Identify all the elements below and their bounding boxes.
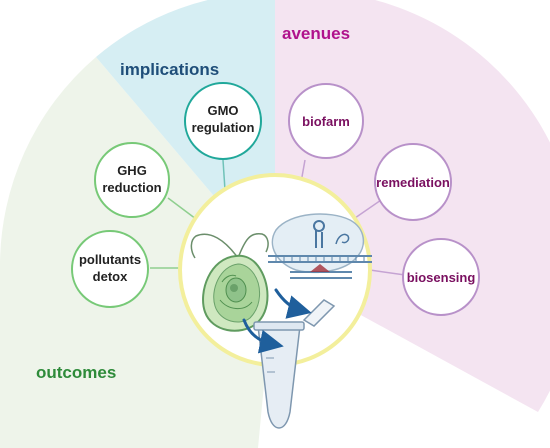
arrow-dna-to-tube <box>274 288 312 319</box>
arrow-icon <box>242 288 312 354</box>
ghg-line2: reduction <box>102 180 161 195</box>
node-gmo-regulation: GMO regulation <box>184 82 262 160</box>
arrow-cell-to-tube <box>242 318 284 354</box>
alga-cell-icon <box>190 232 269 332</box>
node-remediation: remediation <box>374 143 452 221</box>
pollutants-line1: pollutants <box>79 252 141 267</box>
plasmid-dna-icon <box>268 213 372 279</box>
node-biosensing: biosensing <box>402 238 480 316</box>
outcomes-label: outcomes <box>36 363 116 382</box>
biosensing-label: biosensing <box>407 270 476 285</box>
connector-gmo <box>222 159 226 191</box>
node-biofarm: biofarm <box>288 83 364 159</box>
biofarm-label: biofarm <box>302 114 350 129</box>
connector-biosensing <box>369 269 406 276</box>
implications-label: implications <box>120 60 219 79</box>
remediation-label: remediation <box>376 175 450 190</box>
node-pollutants-detox: pollutants detox <box>71 230 149 308</box>
gmo-line2: regulation <box>192 120 255 135</box>
node-ghg-reduction: GHG reduction <box>94 142 170 218</box>
pollutants-line2: detox <box>93 269 128 284</box>
avenues-label: avenues <box>282 24 350 43</box>
ghg-line1: GHG <box>117 163 147 178</box>
gmo-line1: GMO <box>207 103 238 118</box>
